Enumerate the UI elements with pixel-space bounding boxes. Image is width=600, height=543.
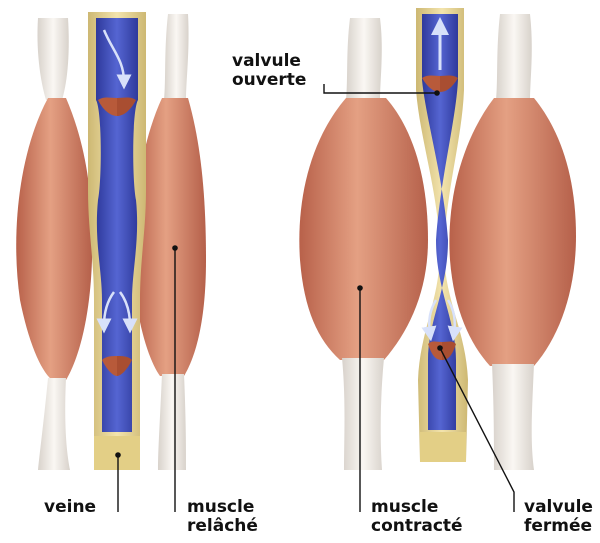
contracted-muscle-right xyxy=(449,14,576,470)
label-muscle-relache-line1: muscle xyxy=(187,498,258,517)
vein-left xyxy=(88,12,146,470)
label-valvule-fermee-line1: valvule xyxy=(524,498,593,517)
relaxed-muscle-left xyxy=(16,18,92,470)
label-valvule-fermee: valvule fermée xyxy=(524,498,593,536)
label-muscle-contracte-line2: contracté xyxy=(371,517,463,536)
label-valvule-ouverte: valvule ouverte xyxy=(232,52,306,90)
label-muscle-relache-line2: relâché xyxy=(187,517,258,536)
label-muscle-contracte: muscle contracté xyxy=(371,498,463,536)
label-veine: veine xyxy=(44,498,96,517)
right-panel xyxy=(299,8,576,470)
contracted-muscle-left xyxy=(299,18,428,470)
label-veine-text: veine xyxy=(44,498,96,517)
label-valvule-ouverte-line1: valvule xyxy=(232,52,306,71)
left-panel xyxy=(16,12,206,470)
label-muscle-contracte-line1: muscle xyxy=(371,498,463,517)
label-valvule-fermee-line2: fermée xyxy=(524,517,593,536)
label-valvule-ouverte-line2: ouverte xyxy=(232,71,306,90)
label-muscle-relache: muscle relâché xyxy=(187,498,258,536)
